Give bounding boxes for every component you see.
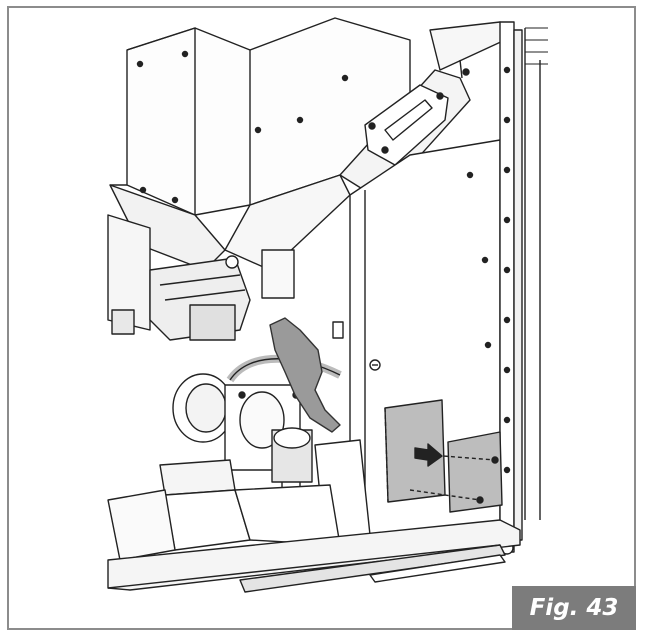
hand-icon bbox=[269, 317, 341, 433]
fan-motor-icon bbox=[271, 427, 313, 495]
combustion-fan bbox=[172, 354, 342, 495]
auger-assembly bbox=[107, 214, 295, 341]
screw-icon bbox=[369, 359, 381, 371]
cover-plate bbox=[384, 399, 503, 513]
arrow-right-icon bbox=[414, 443, 443, 467]
side-rail bbox=[499, 21, 548, 555]
firebox-base bbox=[107, 439, 371, 561]
pellet-hopper bbox=[109, 17, 411, 271]
floor-rails bbox=[107, 519, 521, 593]
top-bracket bbox=[339, 21, 506, 201]
figure-label: Fig. 43 bbox=[512, 586, 636, 630]
